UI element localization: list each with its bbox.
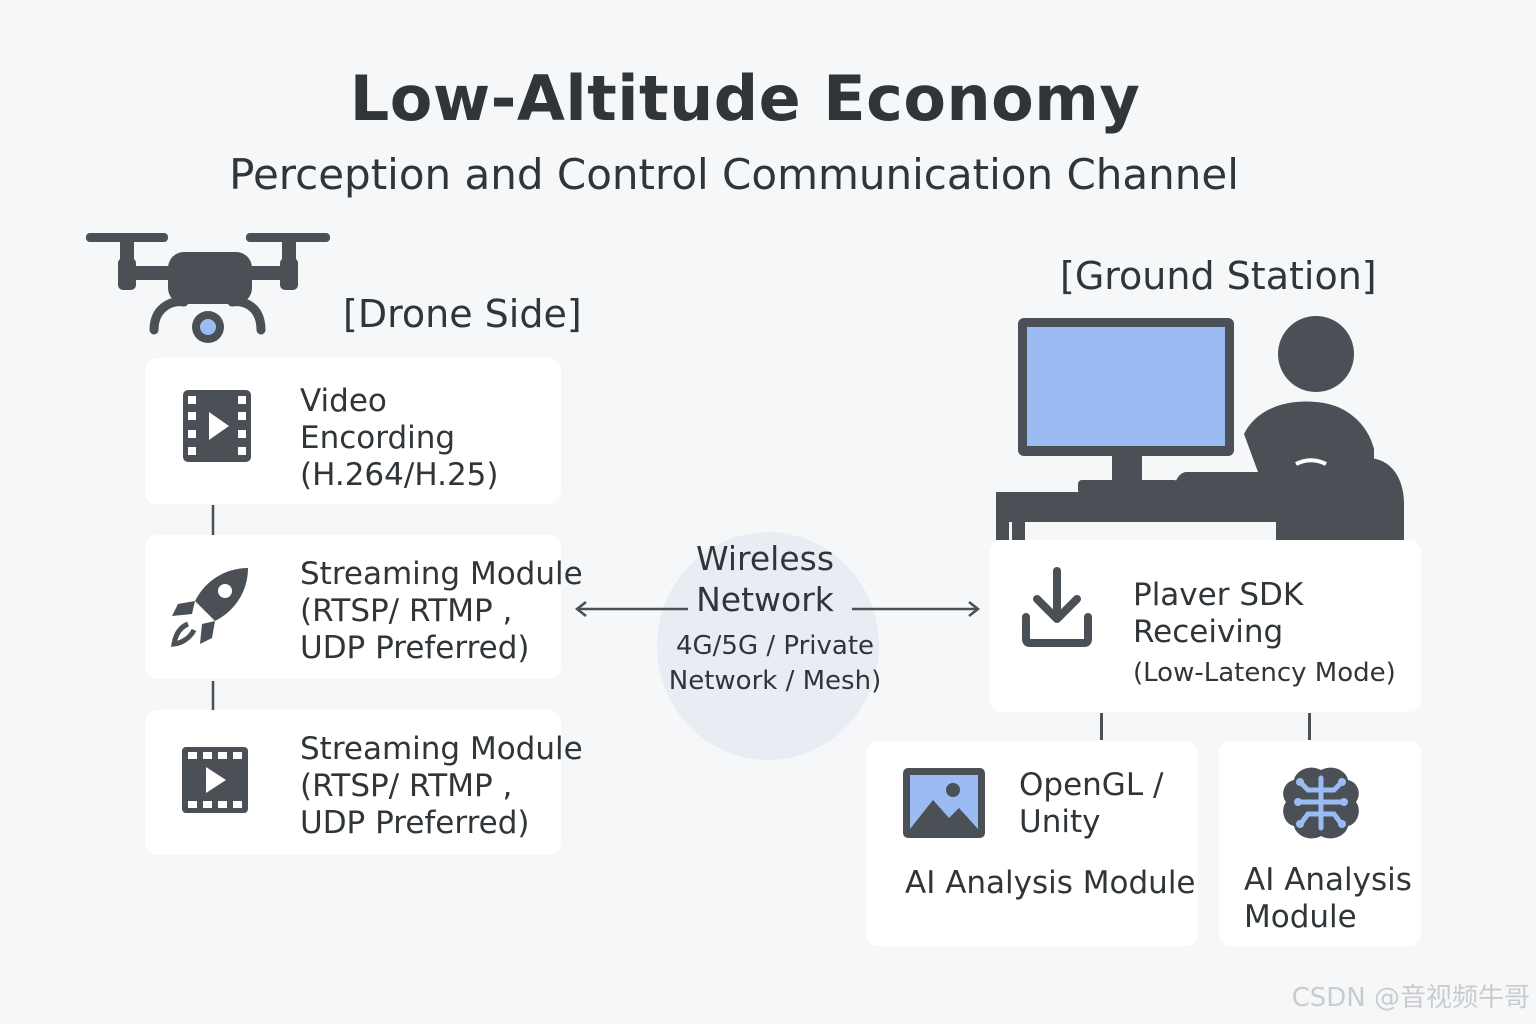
- arrow-left-icon: [574, 601, 688, 617]
- card-line: UDP Preferred): [300, 630, 530, 666]
- card-line: Receiving: [1133, 614, 1284, 650]
- card-line: OpenGL /: [1019, 767, 1164, 803]
- image-icon: [903, 768, 985, 838]
- card-line: Encording: [300, 420, 456, 456]
- card-line: (RTSP/ RTMP ,: [300, 593, 513, 629]
- arrow-right-icon: [852, 601, 981, 617]
- card-note: (Low-Latency Mode): [1133, 658, 1396, 688]
- streaming-module-text-1: Streaming Module (RTSP/ RTMP , UDP Prefe…: [300, 556, 583, 667]
- film-play-icon: [183, 390, 251, 462]
- ground-station-label: [Ground Station]: [1060, 254, 1377, 298]
- streaming-module-text-2: Streaming Module (RTSP/ RTMP , UDP Prefe…: [300, 731, 583, 842]
- card-line: Plaver SDK: [1133, 577, 1304, 613]
- diagram-subtitle: Perception and Control Communication Cha…: [229, 150, 1239, 199]
- network-sub-line: Network / Mesh): [668, 666, 882, 696]
- download-icon: [1022, 567, 1092, 647]
- ai-analysis-text: AI Analysis Module: [1244, 862, 1412, 936]
- watermark: CSDN @音视频牛哥: [1291, 983, 1530, 1013]
- card-line: Unity: [1019, 804, 1101, 840]
- operator-workstation-icon: [996, 316, 1404, 540]
- network-sub-line: 4G/5G / Private: [675, 631, 875, 661]
- card-line: UDP Preferred): [300, 805, 530, 841]
- connector-line: [1100, 713, 1103, 740]
- card-line: (H.264/H.25): [300, 457, 499, 493]
- network-title-line: Network: [696, 580, 834, 619]
- card-line: Video: [300, 383, 387, 419]
- network-title: Wireless Network: [660, 538, 870, 620]
- film-play-icon: [182, 747, 248, 813]
- card-line: Module: [1244, 899, 1357, 935]
- card-line: AI Analysis: [1244, 862, 1412, 898]
- network-title-line: Wireless: [695, 539, 835, 578]
- player-sdk-text: Plaver SDK Receiving (Low-Latency Mode): [1133, 577, 1396, 692]
- connector-line: [1308, 713, 1311, 740]
- video-encoding-text: Video Encording (H.264/H.25): [300, 383, 499, 494]
- drone-side-label: [Drone Side]: [343, 292, 582, 336]
- brain-chip-icon: [1283, 767, 1359, 839]
- diagram-title: Low-Altitude Economy: [349, 62, 1141, 135]
- network-circle: [657, 532, 879, 760]
- rocket-icon: [170, 568, 248, 647]
- player-sdk-card: [990, 540, 1421, 712]
- render-card-caption: AI Analysis Module: [905, 865, 1196, 901]
- card-line: Streaming Module: [300, 556, 583, 592]
- drone-icon: [86, 233, 330, 343]
- card-line: Streaming Module: [300, 731, 583, 767]
- opengl-unity-text: OpenGL / Unity: [1019, 767, 1163, 841]
- network-subtitle: 4G/5G / Private Network / Mesh): [655, 629, 895, 699]
- card-line: (RTSP/ RTMP ,: [300, 768, 513, 804]
